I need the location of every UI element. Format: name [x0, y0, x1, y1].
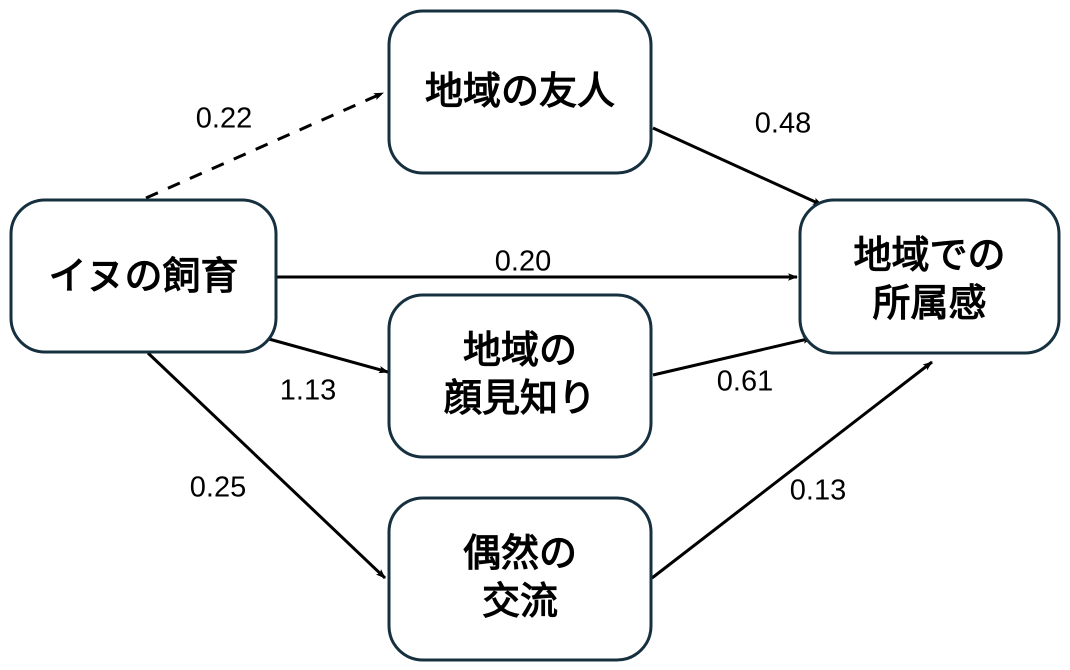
edge-label-dog-to-acquaintances: 1.13 [280, 375, 336, 407]
node-sense-of-belonging-label-line1: 地域での [853, 235, 1005, 277]
node-local-friends[interactable]: 地域の友人 [387, 9, 653, 175]
edge-friends-to-belonging-line [652, 126, 823, 207]
node-dog-ownership-label: イヌの飼育 [48, 256, 238, 298]
node-local-acquaintances[interactable]: 地域の 顔見知り [387, 293, 653, 459]
edge-dog-to-acquaintances-line [257, 334, 389, 374]
node-local-acquaintances-box[interactable] [387, 293, 653, 459]
node-incidental-interaction-box[interactable] [387, 496, 653, 662]
node-local-friends-box[interactable] [387, 9, 653, 175]
edge-interaction-to-belonging: 0.13 [651, 360, 933, 580]
node-incidental-interaction[interactable]: 偶然の 交流 [387, 496, 653, 662]
edge-dog-to-interaction-line [146, 351, 387, 580]
node-dog-ownership-box[interactable] [9, 198, 278, 354]
edge-acquaintances-to-belonging-line [652, 336, 813, 377]
edge-friends-to-belonging: 0.48 [652, 108, 823, 207]
node-dog-ownership[interactable]: イヌの飼育 [9, 198, 278, 354]
node-incidental-interaction-label-line1: 偶然の [463, 533, 577, 575]
edge-label-interaction-to-belonging: 0.13 [790, 475, 846, 507]
edge-dog-to-friends: 0.22 [145, 91, 384, 200]
edge-label-friends-to-belonging: 0.48 [755, 108, 811, 140]
edge-acquaintances-to-belonging: 0.61 [652, 336, 813, 398]
edge-label-dog-to-belonging: 0.20 [495, 246, 551, 278]
node-local-acquaintances-label-line2: 顔見知り [444, 378, 596, 420]
edge-label-dog-to-interaction: 0.25 [190, 472, 246, 504]
node-sense-of-belonging-box[interactable] [798, 198, 1061, 355]
node-sense-of-belonging[interactable]: 地域での 所属感 [798, 198, 1061, 355]
edge-dog-to-interaction: 0.25 [146, 351, 387, 580]
edge-interaction-to-belonging-line [651, 360, 933, 580]
node-local-friends-label: 地域の友人 [425, 71, 615, 113]
node-incidental-interaction-label-line2: 交流 [482, 580, 558, 623]
node-local-acquaintances-label-line1: 地域の [463, 330, 577, 372]
edge-label-acquaintances-to-belonging: 0.61 [717, 366, 773, 398]
edge-dog-to-friends-line [145, 91, 384, 200]
node-sense-of-belonging-label-line2: 所属感 [872, 283, 986, 325]
edge-dog-to-belonging: 0.20 [276, 246, 799, 281]
edge-label-dog-to-friends: 0.22 [196, 103, 252, 135]
edge-dog-to-acquaintances: 1.13 [257, 334, 389, 407]
